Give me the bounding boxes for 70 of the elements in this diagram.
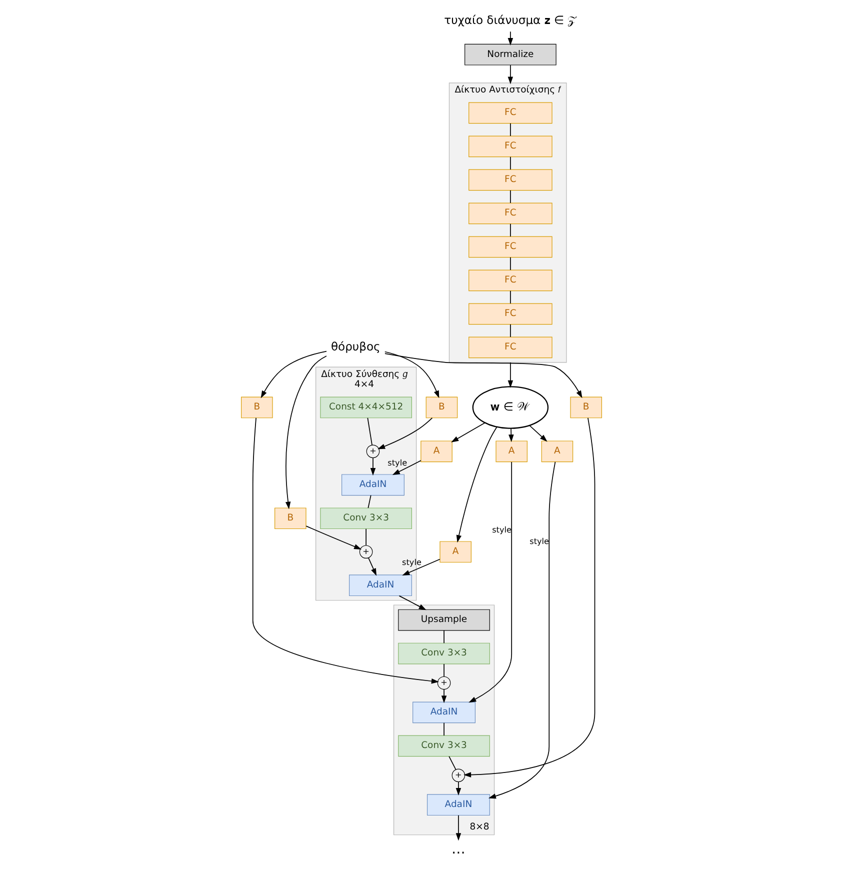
- node-box: FC: [468, 202, 552, 224]
- arrow: [398, 595, 426, 610]
- edge-label: style: [402, 556, 421, 567]
- node-text: …: [451, 841, 465, 858]
- connector: [448, 756, 456, 770]
- arrow: [488, 462, 556, 799]
- node-box: AdaIN: [348, 574, 412, 596]
- node-box: Conv 3×3: [398, 735, 490, 757]
- node-box: Conv 3×3: [320, 508, 412, 530]
- node-box: AdaIN: [426, 794, 490, 816]
- node-box: FC: [468, 102, 552, 124]
- node-box: B: [274, 508, 306, 530]
- node-box: A: [439, 541, 471, 563]
- arrow: [305, 526, 362, 550]
- arrow: [468, 462, 512, 703]
- arrow: [368, 557, 376, 576]
- node-box: B: [240, 396, 272, 418]
- arrow: [284, 356, 326, 510]
- node-box: Const 4×4×512: [320, 396, 412, 418]
- connector: [366, 418, 372, 446]
- edge-label: style: [492, 524, 511, 535]
- node-box: FC: [468, 169, 552, 191]
- node-text: θόρυβος: [330, 339, 380, 354]
- node-box: Upsample: [398, 609, 490, 631]
- arrow: [528, 425, 547, 442]
- node-box: Normalize: [464, 44, 556, 66]
- node-box: FC: [468, 336, 552, 358]
- node-circle: +: [451, 768, 465, 782]
- arrow: [402, 558, 440, 576]
- node-box: FC: [468, 270, 552, 292]
- arrow: [392, 460, 421, 475]
- node-box: FC: [468, 303, 552, 325]
- arrow: [384, 353, 582, 398]
- node-box: AdaIN: [341, 474, 404, 496]
- node-box: FC: [468, 236, 552, 258]
- arrow: [507, 31, 513, 46]
- node-box: A: [420, 440, 452, 462]
- arrow: [463, 417, 595, 778]
- connector: [365, 528, 366, 546]
- arrow: [377, 418, 432, 450]
- arrow: [440, 689, 446, 704]
- arrow: [455, 814, 461, 841]
- node-text: τυχαίο διάνυσμα 𝐳 ∈ 𝒵: [444, 13, 576, 28]
- connector: [443, 664, 444, 678]
- arrow: [450, 422, 485, 442]
- node-box: B: [425, 396, 458, 418]
- node-circle: +: [358, 545, 372, 559]
- node-box: A: [540, 440, 573, 462]
- arrow: [456, 426, 497, 543]
- arrow: [507, 362, 513, 388]
- node-box: B: [570, 396, 602, 418]
- edge-label: style: [387, 457, 407, 468]
- connector: [443, 630, 444, 644]
- node-circle: +: [436, 676, 450, 690]
- arrow: [507, 64, 513, 84]
- arrow: [260, 350, 326, 398]
- arrow: [370, 457, 376, 476]
- arrow: [455, 782, 461, 796]
- arrow: [508, 428, 514, 442]
- node-box: AdaIN: [412, 702, 475, 724]
- edge-label: style: [529, 536, 549, 546]
- node-box: FC: [468, 136, 552, 158]
- node-ellipse: 𝐰 ∈ 𝒲: [472, 386, 548, 429]
- connector: [443, 722, 444, 736]
- arrow: [384, 351, 439, 398]
- node-box: A: [495, 440, 527, 462]
- connector: [367, 494, 371, 508]
- node-box: Conv 3×3: [398, 642, 490, 664]
- node-circle: +: [366, 444, 380, 458]
- arrow: [252, 418, 438, 684]
